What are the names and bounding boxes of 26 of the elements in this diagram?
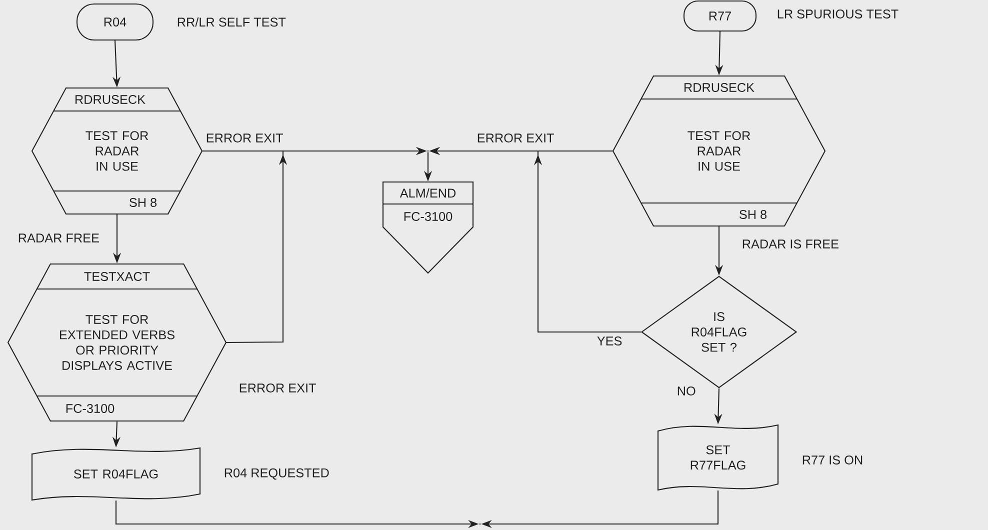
- edge-label: ERROR EXIT: [206, 134, 283, 142]
- routine-name: ALM/END: [400, 188, 456, 198]
- sheet-reference: FC-3100: [404, 212, 452, 221]
- edge-label: RADAR IS FREE: [742, 240, 838, 248]
- terminal-box: R04: [76, 3, 154, 41]
- node-caption: RR/LR SELF TEST: [178, 17, 286, 27]
- routine-name: RDRUSECK: [76, 95, 146, 104]
- sheet-reference: SH 8: [130, 198, 157, 207]
- process-text: TEST FOR EXTENDED VERBS OR PRIORITY DISPLAYS ACTIVE: [60, 315, 174, 370]
- node-caption: R77 IS ON: [802, 456, 862, 464]
- process-text: TEST FOR RADAR IN USE: [86, 131, 148, 171]
- node-caption: LR SPURIOUS TEST: [778, 10, 898, 18]
- edge-label: NO: [678, 386, 696, 396]
- edge-label: ERROR EXIT: [240, 384, 316, 392]
- sheet-reference: SH 8: [740, 210, 767, 219]
- routine-name: TESTXACT: [84, 272, 150, 281]
- sheet-reference: FC-3100: [66, 404, 114, 413]
- edge-label: RADAR FREE: [18, 234, 99, 242]
- document-box: SET R77FLAG: [657, 424, 779, 491]
- document-box: SET R04FLAG: [31, 447, 201, 501]
- edge-label: YES: [597, 336, 622, 346]
- routine-name: RDRUSECK: [684, 83, 754, 92]
- process-text: TEST FOR RADAR IN USE: [688, 131, 750, 171]
- node-caption: R04 REQUESTED: [224, 468, 329, 480]
- edge-label: ERROR EXIT: [478, 134, 554, 142]
- terminal-box: R77: [683, 0, 757, 32]
